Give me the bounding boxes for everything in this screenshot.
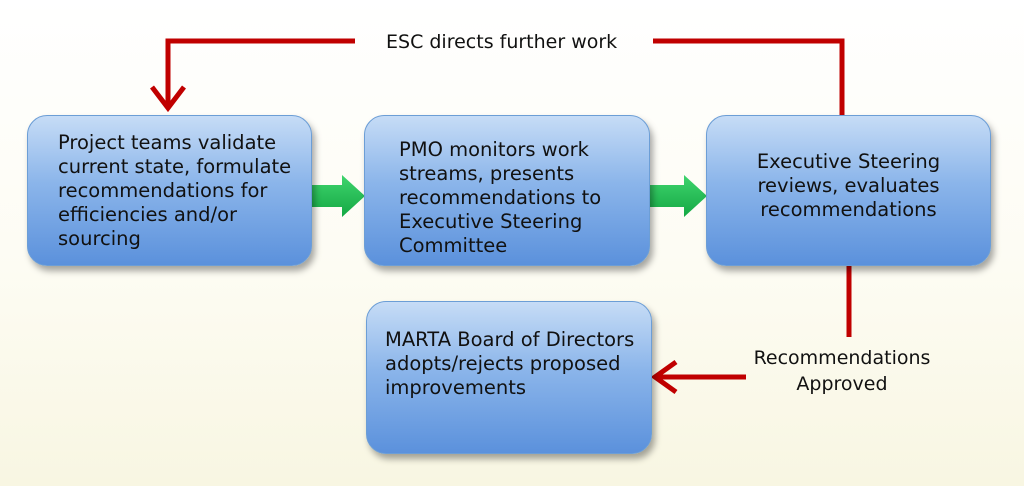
- further-work-text: ESC directs further work: [386, 31, 618, 53]
- box-text-line: Executive Steering: [399, 209, 583, 233]
- further-work-label: ESC directs further work: [386, 29, 626, 55]
- box-text-line: Committee: [399, 233, 508, 257]
- feedback-arrow-further-work: [150, 38, 845, 115]
- box-text-line: streams, presents: [399, 161, 575, 185]
- box-text-line: reviews, evaluates: [757, 173, 940, 197]
- step-executive-steering-box: Executive Steering reviews, evaluates re…: [706, 115, 991, 266]
- box-text-line: sourcing: [58, 226, 141, 250]
- box-text-line: Executive Steering: [756, 149, 941, 173]
- box-text-line: adopts/rejects proposed: [385, 351, 621, 375]
- approved-label-line: Approved: [796, 373, 888, 395]
- approved-label-line: Recommendations: [753, 347, 931, 369]
- step-project-teams-box: Project teams validate current state, fo…: [27, 115, 312, 266]
- box-text-line: Project teams validate: [58, 130, 277, 154]
- box-text-line: recommendations: [760, 197, 937, 221]
- arrow-box2-to-box3: [650, 175, 707, 217]
- box-text-line: MARTA Board of Directors: [385, 327, 635, 351]
- box-text-line: current state, formulate: [58, 154, 292, 178]
- box-text-line: efficiencies and/or: [58, 202, 238, 226]
- approved-arrow: [650, 266, 852, 395]
- step-marta-board-box: MARTA Board of Directors adopts/rejects …: [366, 301, 652, 454]
- box-text-line: improvements: [385, 375, 527, 399]
- step-pmo-monitors-box: PMO monitors work streams, presents reco…: [364, 115, 650, 266]
- recommendations-approved-label: Recommendations Approved: [739, 345, 945, 397]
- arrow-box1-to-box2: [312, 175, 365, 217]
- box-text-line: recommendations to: [399, 185, 602, 209]
- box-text-line: recommendations for: [58, 178, 268, 202]
- box-text-line: PMO monitors work: [399, 137, 589, 161]
